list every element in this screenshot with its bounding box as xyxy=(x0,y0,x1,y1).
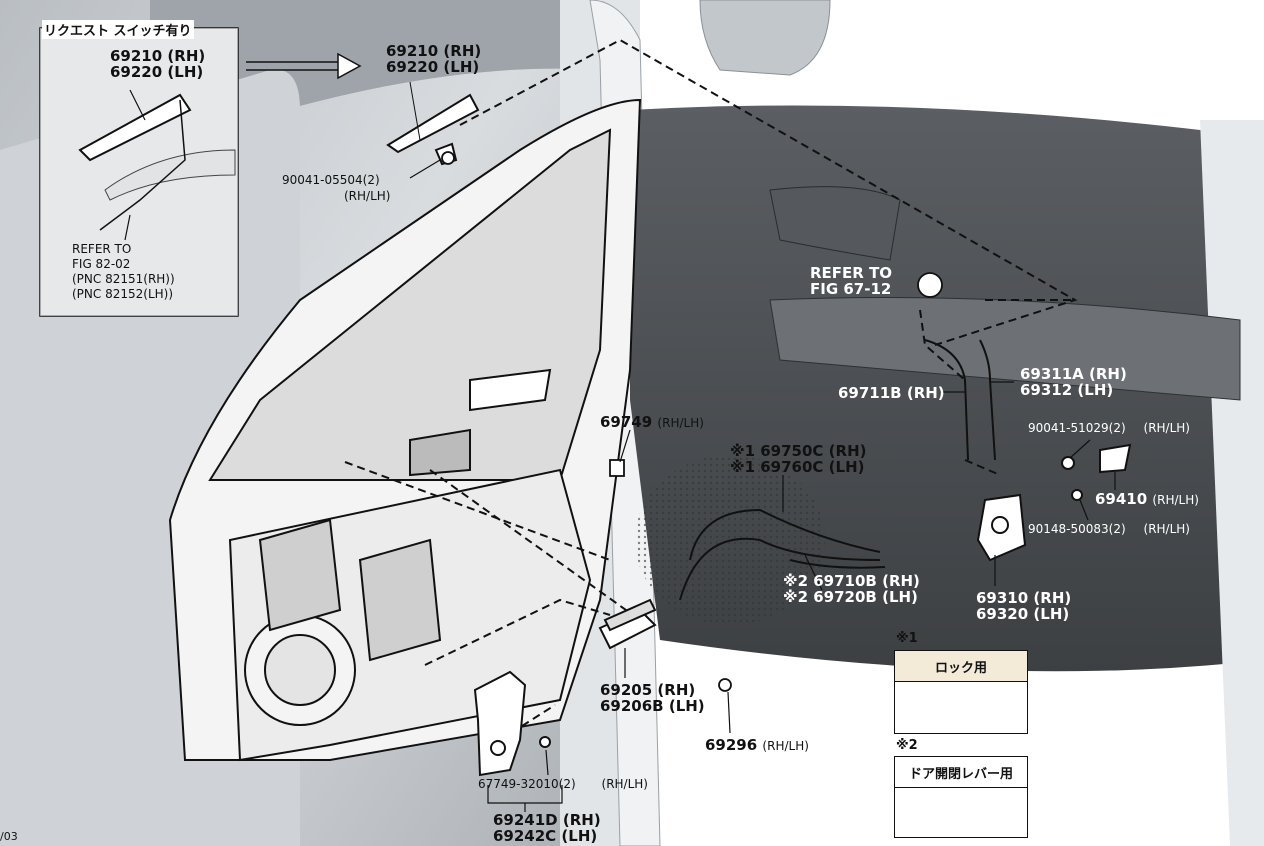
screw-90148-label: 90148-50083(2) (RH/LH) xyxy=(1028,521,1190,537)
dashed-leaders xyxy=(344,38,1078,741)
page-number: /03 xyxy=(0,830,18,843)
rod-69311a-rh: 69311A (RH) xyxy=(1020,365,1127,383)
refer-67-label: REFER TO FIG 67-12 xyxy=(810,265,892,297)
inset-handle-lh: 69220 (LH) xyxy=(110,63,204,81)
legend-lock-box: ロック用 xyxy=(894,650,1028,734)
door-lock-label: 69310 (RH) 69320 (LH) xyxy=(976,590,1071,622)
part-69410-side: (RH/LH) xyxy=(1152,493,1199,507)
inside-handle-rh: 69205 (RH) xyxy=(600,681,696,699)
legend-mark-1: ※1 xyxy=(896,631,918,646)
screw-67749-side: (RH/LH) xyxy=(601,777,648,791)
hinge-rh: 69241D (RH) xyxy=(493,811,601,829)
cable-lock-rh: ※1 69750C (RH) xyxy=(730,442,867,460)
inset-refer-4: (PNC 82152(LH)) xyxy=(72,287,174,301)
clip-69296-side: (RH/LH) xyxy=(762,739,809,753)
outside-handle-rh: 69210 (RH) xyxy=(386,42,482,60)
clip-69749-side: (RH/LH) xyxy=(657,416,704,430)
hinge-label: 69241D (RH) 69242C (LH) xyxy=(493,812,601,844)
legend-open-title: ドア開閉レバー用 xyxy=(895,757,1027,788)
inset-refer-1: REFER TO xyxy=(72,242,132,256)
door-lock-lh: 69320 (LH) xyxy=(976,605,1070,623)
cable-lock-lh: ※1 69760C (LH) xyxy=(730,458,865,476)
inset-handle-label: 69210 (RH) 69220 (LH) xyxy=(110,48,205,80)
inset-title: リクエスト スイッチ有り xyxy=(42,20,194,39)
inset-refer-label: REFER TO FIG 82-02 (PNC 82151(RH)) (PNC … xyxy=(72,242,175,302)
clip-69749-label: 69749 (RH/LH) xyxy=(600,414,704,431)
hinge-lh: 69242C (LH) xyxy=(493,827,598,845)
bolt-51029-number: 90041-51029(2) xyxy=(1028,421,1126,435)
part-69410-label: 69410 (RH/LH) xyxy=(1095,491,1199,508)
rod-69311a-label: 69311A (RH) 69312 (LH) xyxy=(1020,366,1127,398)
screw-90148-side: (RH/LH) xyxy=(1143,522,1190,536)
rod-69312-lh: 69312 (LH) xyxy=(1020,381,1114,399)
bolt-51029-side: (RH/LH) xyxy=(1143,421,1190,435)
inside-handle-lh: 69206B (LH) xyxy=(600,697,705,715)
inside-handle-label: 69205 (RH) 69206B (LH) xyxy=(600,682,705,714)
bolt-handle-label: 90041-05504(2) (RH/LH) xyxy=(282,172,390,204)
cables xyxy=(679,508,886,601)
clip-69749-number: 69749 xyxy=(600,413,653,431)
inset-arrow xyxy=(246,52,362,80)
clip-parts xyxy=(441,151,943,692)
clip-69296-number: 69296 xyxy=(705,736,758,754)
rod-69711b-label: 69711B (RH) xyxy=(838,384,945,402)
inside-handle-part xyxy=(598,598,657,650)
outside-handle-label: 69210 (RH) 69220 (LH) xyxy=(386,43,481,75)
cable-open-lh: ※2 69720B (LH) xyxy=(783,588,918,606)
screw-67749-label: 67749-32010(2) (RH/LH) xyxy=(478,776,648,792)
inset-refer-2: FIG 82-02 xyxy=(72,257,131,271)
cable-open-label: ※2 69710B (RH) ※2 69720B (LH) xyxy=(783,573,920,605)
bolt-handle-side: (RH/LH) xyxy=(344,189,391,203)
screw-90148-number: 90148-50083(2) xyxy=(1028,522,1126,536)
door-lock-rh: 69310 (RH) xyxy=(976,589,1072,607)
lock-rods xyxy=(924,339,996,461)
legend-open-box: ドア開閉レバー用 xyxy=(894,756,1028,838)
legend-lock-title: ロック用 xyxy=(895,651,1027,682)
legend-mark-2: ※2 xyxy=(896,738,918,753)
inset-handle-rh: 69210 (RH) xyxy=(110,47,206,65)
bolt-51029-label: 90041-51029(2) (RH/LH) xyxy=(1028,420,1190,436)
outside-handle-lh: 69220 (LH) xyxy=(386,58,480,76)
screw-67749-number: 67749-32010(2) xyxy=(478,777,576,791)
hinge-part xyxy=(473,670,551,777)
cable-open-rh: ※2 69710B (RH) xyxy=(783,572,920,590)
inset-refer-3: (PNC 82151(RH)) xyxy=(72,272,175,286)
door-lock-part xyxy=(976,443,1132,562)
inset-box xyxy=(39,27,239,317)
part-69410-number: 69410 xyxy=(1095,490,1148,508)
bolt-handle-number: 90041-05504(2) xyxy=(282,173,380,187)
cable-lock-label: ※1 69750C (RH) ※1 69760C (LH) xyxy=(730,443,866,475)
refer-67-line1: REFER TO xyxy=(810,264,893,282)
label-leaders xyxy=(124,89,1116,812)
clip-69296-label: 69296 (RH/LH) xyxy=(705,737,809,754)
refer-67-line2: FIG 67-12 xyxy=(810,280,892,298)
